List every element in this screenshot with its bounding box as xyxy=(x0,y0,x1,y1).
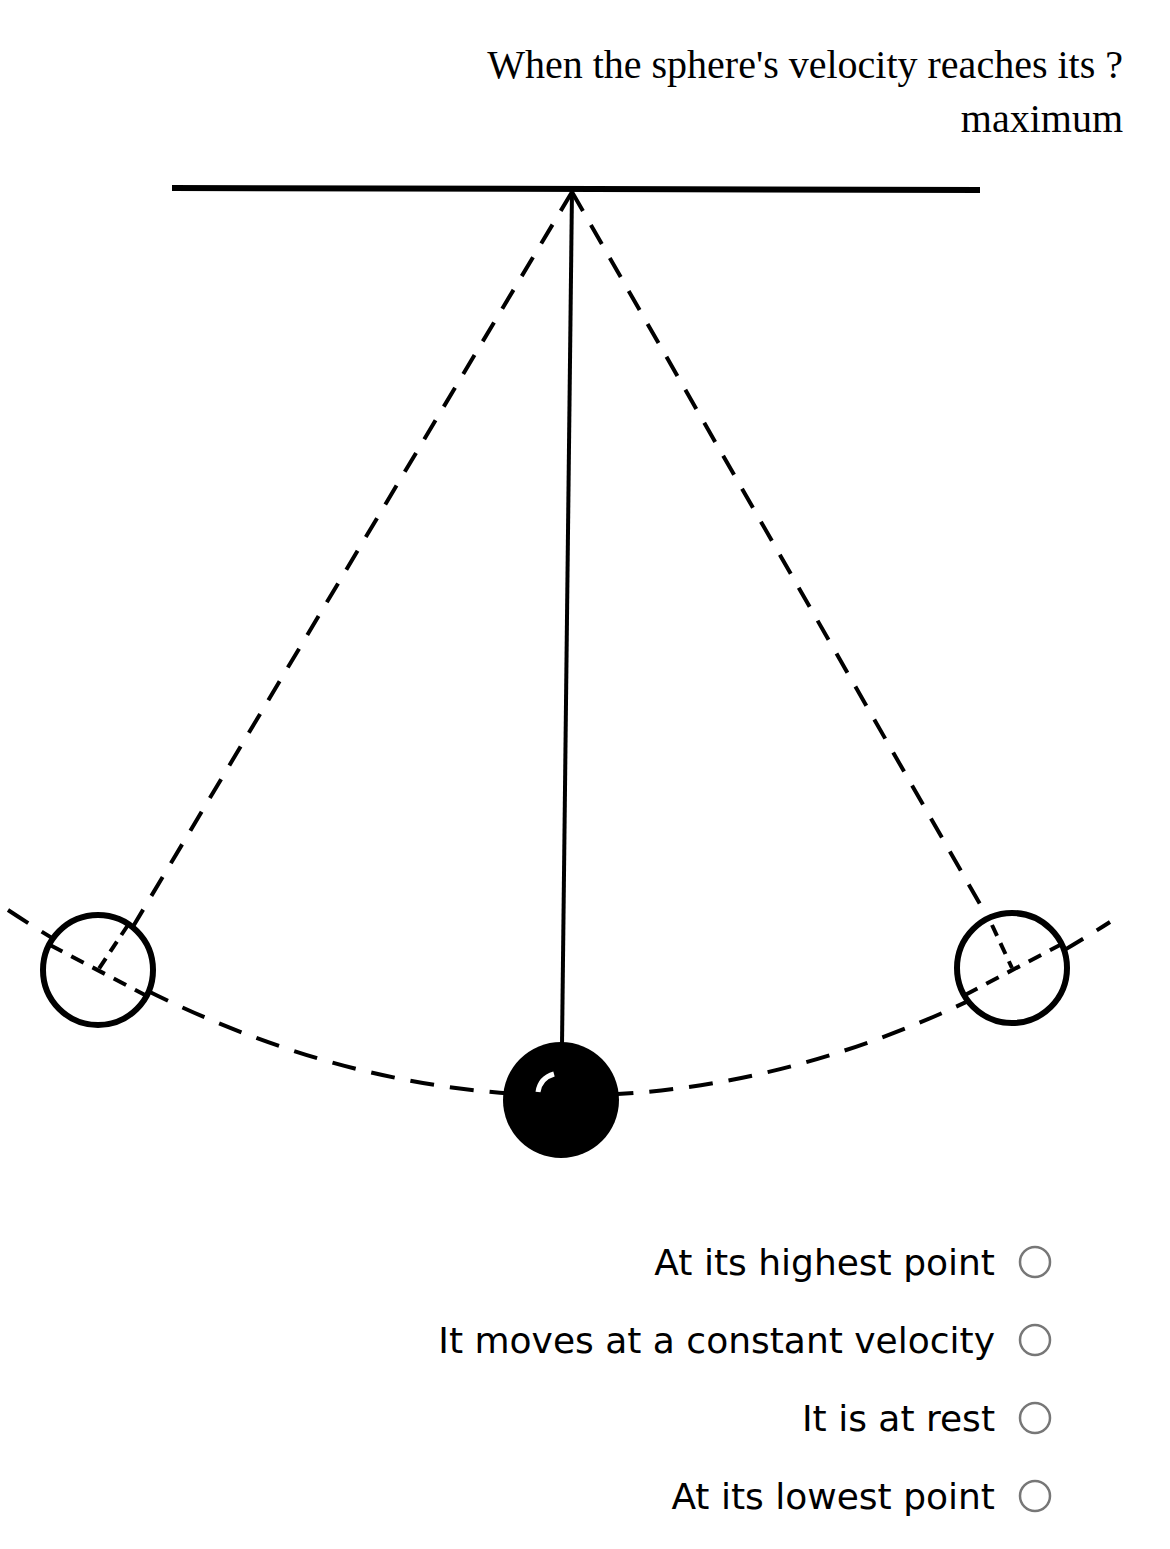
radius-mark xyxy=(992,925,1012,968)
answer-option: At its lowest point xyxy=(671,1476,995,1517)
dashed-string-right xyxy=(572,192,992,925)
radio-button xyxy=(1020,1403,1050,1433)
answer-option: It moves at a constant velocity xyxy=(438,1320,995,1361)
sphere-left xyxy=(43,915,153,1025)
string xyxy=(562,190,572,1045)
sphere-bottom xyxy=(503,1042,619,1158)
radio-button xyxy=(1020,1481,1050,1511)
radio-button xyxy=(1020,1247,1050,1277)
sphere-right xyxy=(957,913,1067,1023)
answer-option: At its highest point xyxy=(654,1242,995,1283)
radio-button xyxy=(1020,1325,1050,1355)
radius-mark xyxy=(98,925,128,970)
support-bar xyxy=(172,188,980,190)
answer-option: It is at rest xyxy=(802,1398,995,1439)
question-title: When the sphere's velocity reaches its ?… xyxy=(423,38,1123,146)
arc-mark xyxy=(50,945,145,995)
dashed-string-left xyxy=(128,192,572,935)
highlight xyxy=(538,1074,554,1092)
arc-mark xyxy=(965,945,1060,995)
